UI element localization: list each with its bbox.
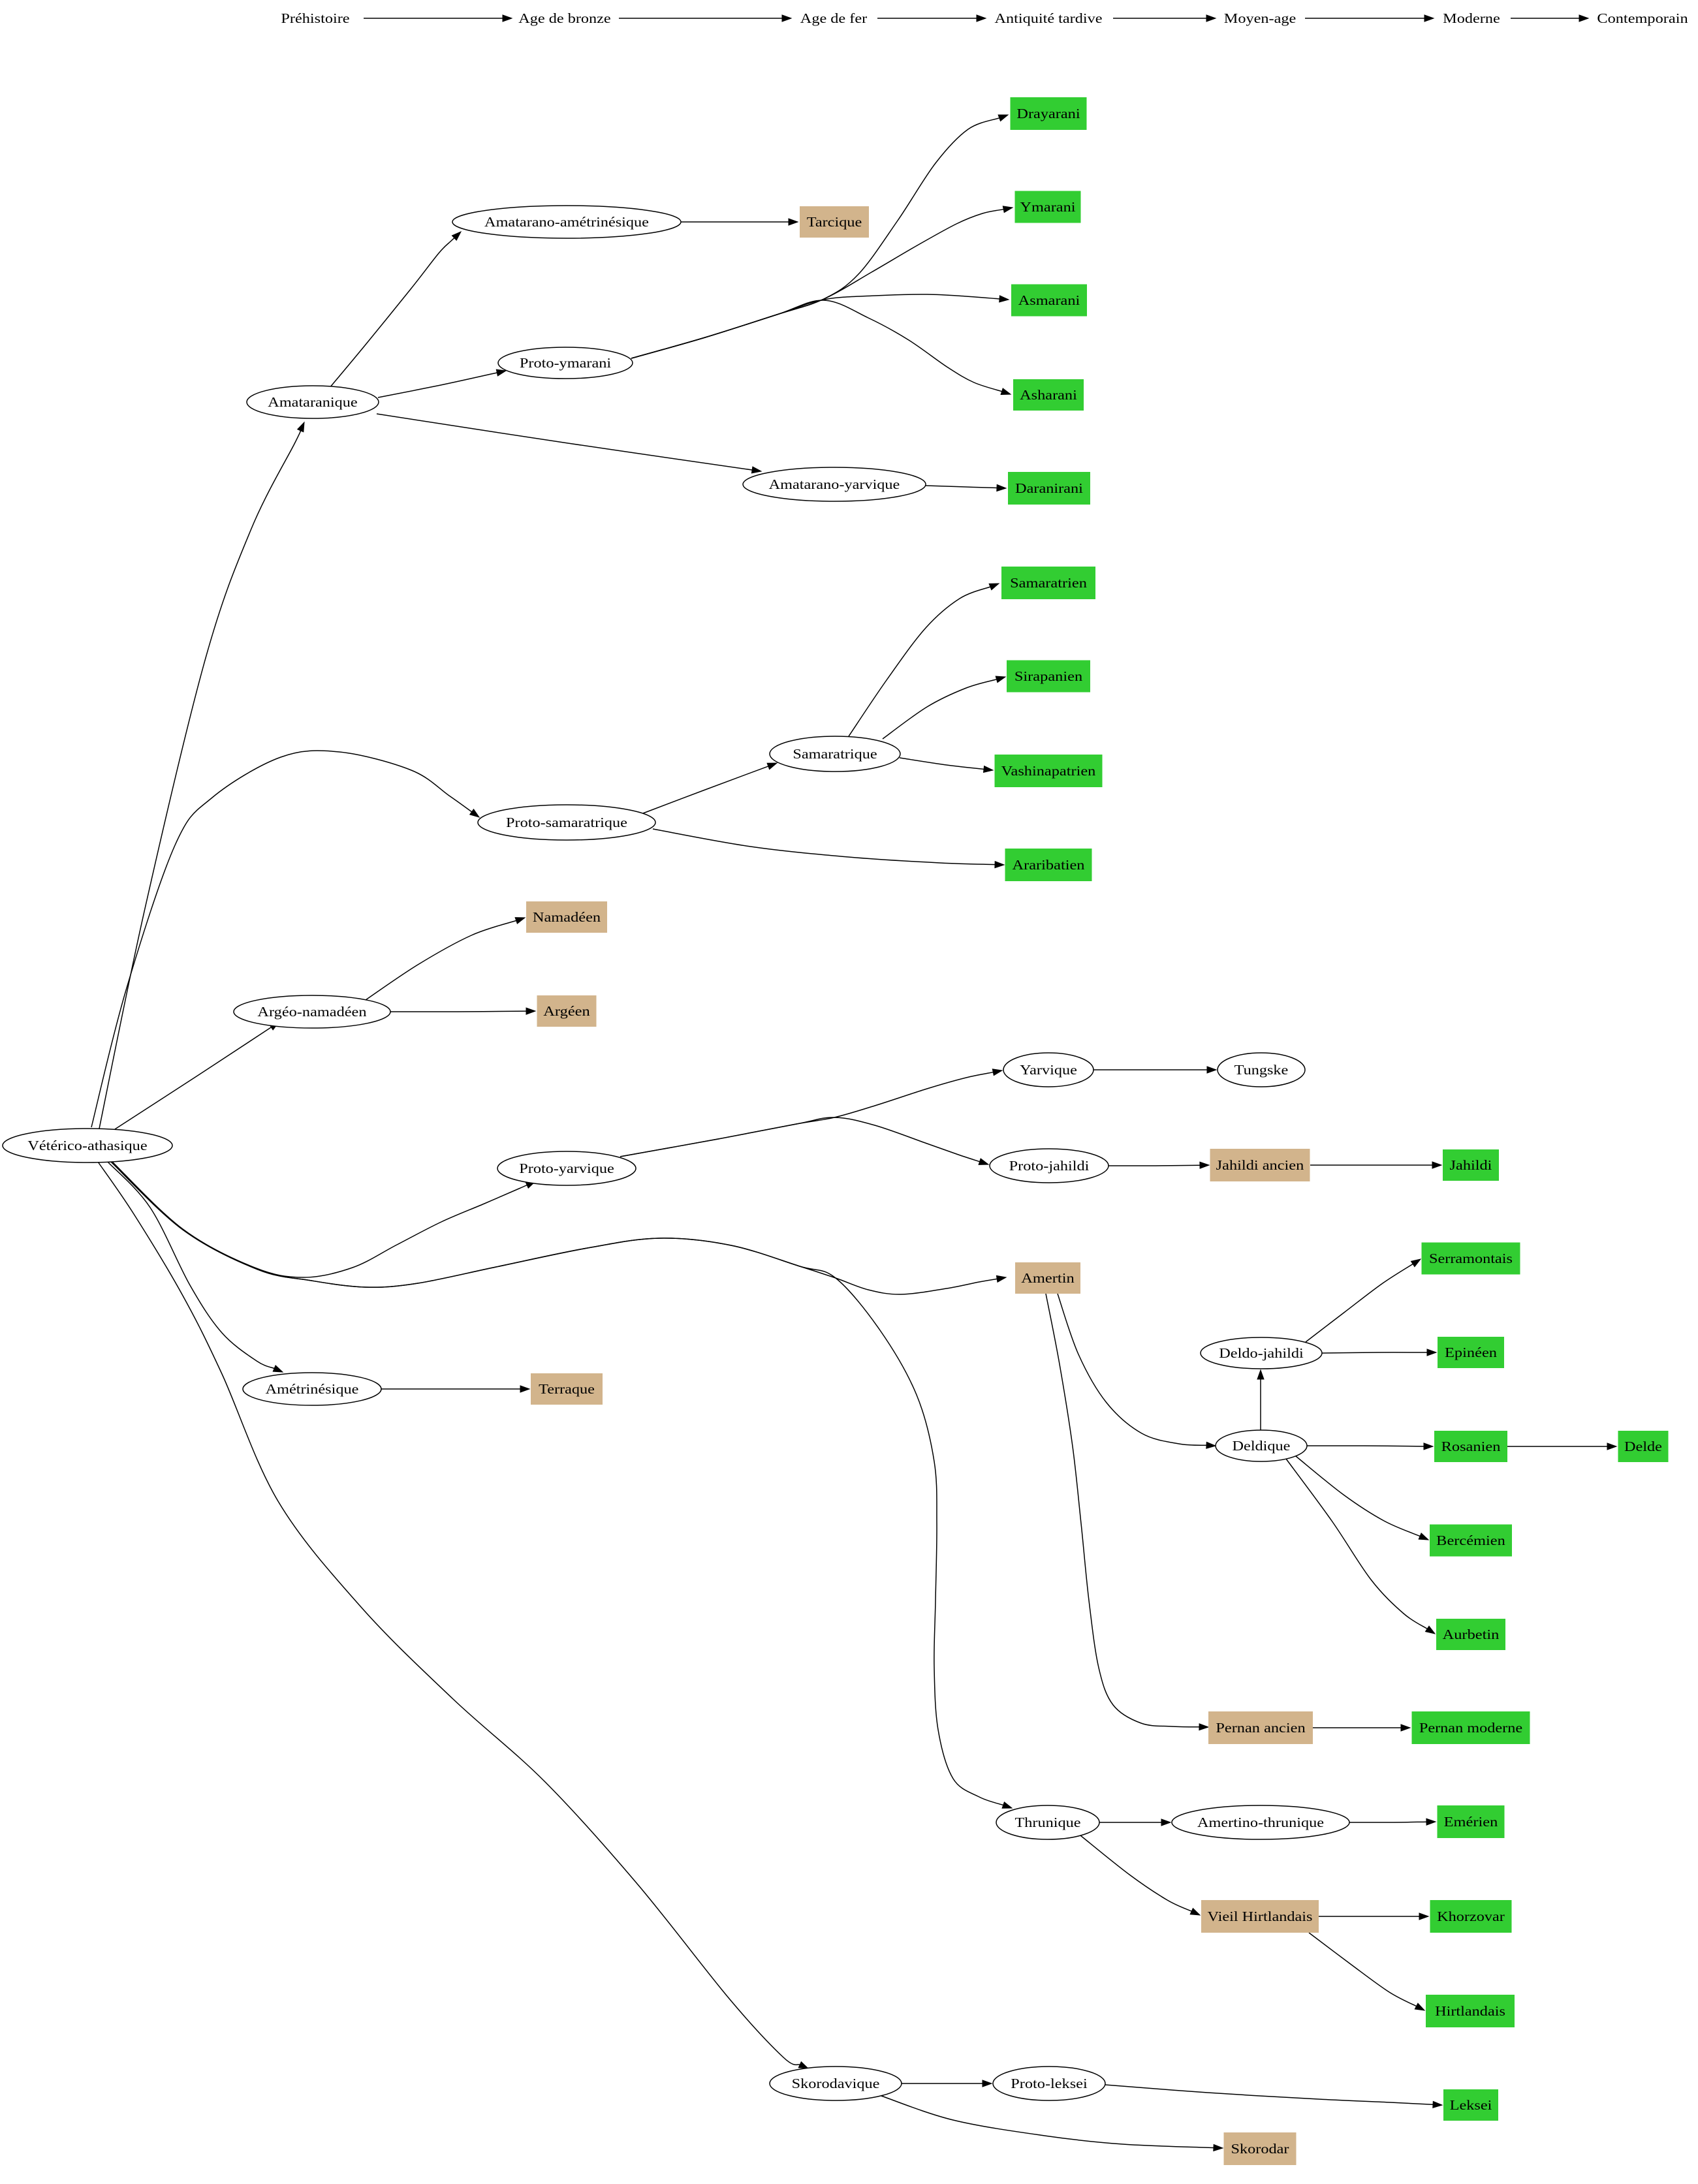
svg-text:Moderne: Moderne bbox=[1443, 10, 1500, 26]
svg-text:Amataranique: Amataranique bbox=[268, 394, 357, 410]
svg-text:Amétrinésique: Amétrinésique bbox=[266, 1381, 359, 1397]
svg-text:Age de fer: Age de fer bbox=[800, 10, 867, 26]
svg-text:Terraque: Terraque bbox=[539, 1381, 595, 1397]
svg-text:Hirtlandais: Hirtlandais bbox=[1435, 2003, 1505, 2019]
svg-text:Vétérico-athasique: Vétérico-athasique bbox=[27, 1138, 147, 1153]
svg-text:Drayarani: Drayarani bbox=[1016, 106, 1080, 121]
svg-text:Namadéen: Namadéen bbox=[533, 909, 601, 925]
svg-text:Jahildi: Jahildi bbox=[1450, 1157, 1492, 1173]
svg-text:Aurbetin: Aurbetin bbox=[1443, 1627, 1500, 1642]
svg-text:Deldo-jahildi: Deldo-jahildi bbox=[1219, 1345, 1304, 1361]
svg-text:Proto-ymarani: Proto-ymarani bbox=[520, 355, 611, 371]
svg-text:Khorzovar: Khorzovar bbox=[1437, 1909, 1505, 1924]
svg-text:Tungske: Tungske bbox=[1234, 1062, 1289, 1078]
svg-text:Asharani: Asharani bbox=[1020, 387, 1077, 403]
svg-text:Préhistoire: Préhistoire bbox=[281, 10, 349, 26]
svg-text:Samaratrien: Samaratrien bbox=[1010, 575, 1087, 591]
svg-text:Proto-leksei: Proto-leksei bbox=[1011, 2076, 1088, 2091]
svg-text:Asmarani: Asmarani bbox=[1018, 292, 1080, 308]
svg-text:Yarvique: Yarvique bbox=[1020, 1062, 1077, 1078]
svg-text:Epinéen: Epinéen bbox=[1445, 1345, 1498, 1360]
svg-text:Amatarano-yarvique: Amatarano-yarvique bbox=[769, 476, 900, 492]
svg-text:Jahildi ancien: Jahildi ancien bbox=[1216, 1157, 1304, 1173]
svg-text:Serramontais: Serramontais bbox=[1429, 1251, 1513, 1266]
svg-text:Age de bronze: Age de bronze bbox=[518, 10, 610, 26]
svg-text:Pernan ancien: Pernan ancien bbox=[1216, 1720, 1306, 1736]
svg-text:Emérien: Emérien bbox=[1444, 1814, 1498, 1830]
svg-text:Deldique: Deldique bbox=[1233, 1438, 1291, 1454]
svg-text:Delde: Delde bbox=[1624, 1439, 1662, 1454]
svg-text:Rosanien: Rosanien bbox=[1441, 1439, 1501, 1454]
svg-text:Thrunique: Thrunique bbox=[1015, 1815, 1081, 1830]
svg-text:Proto-samaratrique: Proto-samaratrique bbox=[506, 815, 627, 830]
svg-text:Leksei: Leksei bbox=[1450, 2097, 1492, 2113]
svg-text:Skorodavique: Skorodavique bbox=[792, 2076, 880, 2091]
svg-text:Ymarani: Ymarani bbox=[1020, 199, 1076, 215]
svg-text:Contemporain: Contemporain bbox=[1597, 10, 1688, 26]
svg-text:Argéen: Argéen bbox=[543, 1003, 590, 1019]
svg-text:Antiquité tardive: Antiquité tardive bbox=[995, 10, 1103, 26]
svg-text:Moyen-age: Moyen-age bbox=[1224, 10, 1297, 26]
svg-text:Araribatien: Araribatien bbox=[1013, 857, 1086, 873]
svg-text:Vashinapatrien: Vashinapatrien bbox=[1001, 763, 1096, 779]
svg-text:Bercémien: Bercémien bbox=[1436, 1533, 1505, 1548]
svg-text:Amertino-thrunique: Amertino-thrunique bbox=[1197, 1815, 1324, 1830]
svg-text:Skorodar: Skorodar bbox=[1231, 2141, 1289, 2157]
svg-text:Proto-jahildi: Proto-jahildi bbox=[1009, 1158, 1090, 1174]
svg-text:Argéo-namadéen: Argéo-namadéen bbox=[257, 1004, 367, 1020]
svg-text:Amatarano-amétrinésique: Amatarano-amétrinésique bbox=[484, 214, 649, 230]
svg-text:Amertin: Amertin bbox=[1021, 1270, 1075, 1286]
svg-text:Proto-yarvique: Proto-yarvique bbox=[519, 1161, 614, 1176]
svg-text:Tarcique: Tarcique bbox=[807, 214, 862, 230]
svg-text:Vieil Hirtlandais: Vieil Hirtlandais bbox=[1208, 1909, 1313, 1924]
svg-text:Sirapanien: Sirapanien bbox=[1014, 668, 1083, 684]
svg-text:Samaratrique: Samaratrique bbox=[793, 746, 877, 762]
svg-text:Pernan moderne: Pernan moderne bbox=[1419, 1720, 1522, 1736]
svg-text:Daranirani: Daranirani bbox=[1015, 480, 1083, 496]
